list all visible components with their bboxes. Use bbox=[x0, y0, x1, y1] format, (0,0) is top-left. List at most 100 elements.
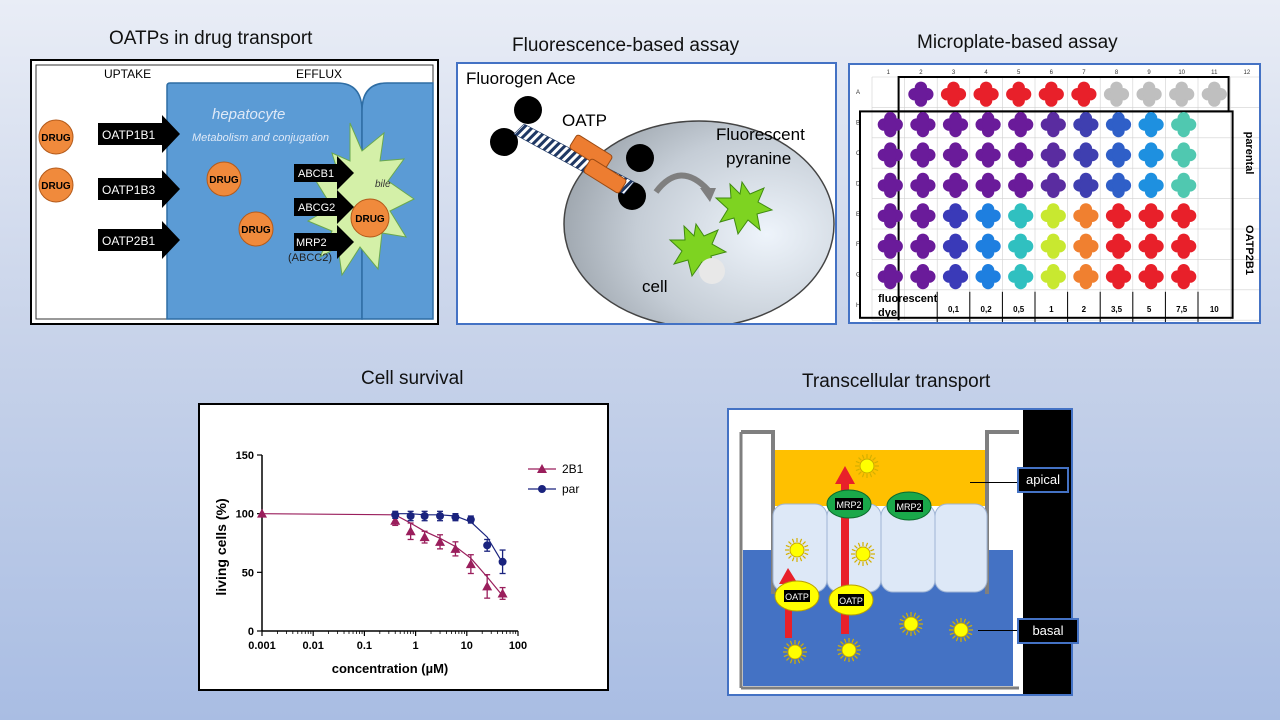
plate-col-number: 1 bbox=[887, 70, 891, 76]
oatp2b1-label: OATP2B1 bbox=[1243, 225, 1255, 275]
plate-well bbox=[877, 264, 903, 290]
x-tick-label: 100 bbox=[509, 640, 527, 652]
concentration-label: 0,2 bbox=[981, 305, 993, 314]
plate-well bbox=[1040, 112, 1066, 138]
fluorogen-molecule bbox=[626, 144, 654, 172]
data-point-2B1 bbox=[419, 532, 430, 542]
fluorogen-molecule bbox=[514, 96, 542, 124]
mrp2-transporter: MRP2 bbox=[826, 489, 872, 519]
plate-well bbox=[910, 172, 936, 198]
svg-text:DRUG: DRUG bbox=[41, 181, 71, 192]
x-axis-label: concentration (µM) bbox=[332, 661, 449, 676]
plate-well bbox=[1073, 112, 1099, 138]
plate-well bbox=[975, 264, 1001, 290]
plate-col-number: 9 bbox=[1147, 70, 1151, 76]
plate-well bbox=[877, 142, 903, 168]
plate-well bbox=[975, 142, 1001, 168]
drug-circle: DRUG bbox=[38, 119, 74, 155]
plate-row-letter: B bbox=[856, 121, 860, 127]
oatp-transporter: OATP bbox=[828, 584, 874, 616]
y-tick-label: 150 bbox=[236, 450, 254, 462]
concentration-label: 0,1 bbox=[948, 305, 960, 314]
concentration-label: 1 bbox=[1049, 305, 1054, 314]
basal-pointer-line bbox=[978, 630, 1017, 631]
concentration-label: 5 bbox=[1147, 305, 1152, 314]
plate-well bbox=[1105, 233, 1132, 259]
basal-label: basal bbox=[1032, 623, 1064, 638]
plate-col-number: 5 bbox=[1017, 70, 1021, 76]
plate-well bbox=[1138, 203, 1164, 229]
data-point-par bbox=[451, 513, 460, 522]
plate-col-number: 6 bbox=[1050, 70, 1054, 76]
plate-row-letter: H bbox=[856, 303, 860, 309]
svg-text:MRP2: MRP2 bbox=[296, 237, 327, 249]
legend-marker bbox=[537, 464, 547, 473]
substrate-sun bbox=[785, 538, 809, 562]
plate-well bbox=[908, 81, 934, 107]
plate-well bbox=[1040, 172, 1066, 198]
plate-well bbox=[942, 203, 969, 229]
oatp-transporter: OATP bbox=[774, 580, 820, 612]
substrate-sun bbox=[899, 612, 923, 636]
x-tick-label: 0.01 bbox=[302, 640, 323, 652]
plate-well bbox=[1008, 172, 1034, 198]
plate-well bbox=[1040, 233, 1066, 259]
plate-row-letter: A bbox=[856, 90, 860, 96]
data-point-par bbox=[483, 541, 492, 550]
legend-label: par bbox=[562, 482, 579, 496]
svg-text:OATP: OATP bbox=[785, 592, 809, 602]
conversion-arrow-head bbox=[700, 188, 716, 202]
transwell-diagram: MRP2 MRP2 OATP OATP bbox=[729, 410, 1071, 694]
plate-well bbox=[1006, 81, 1032, 107]
plate-well bbox=[1136, 81, 1162, 107]
data-point-2B1 bbox=[435, 536, 446, 546]
plate-well bbox=[1171, 264, 1197, 290]
metabolism-label: Metabolism and conjugation bbox=[192, 132, 329, 144]
data-point-par bbox=[406, 512, 415, 521]
plate-well bbox=[942, 264, 969, 290]
svg-text:ABCB1: ABCB1 bbox=[298, 168, 334, 180]
title-oatp-drug-transport: OATPs in drug transport bbox=[109, 28, 313, 49]
plate-well bbox=[1071, 81, 1097, 107]
plate-well bbox=[1169, 81, 1195, 107]
y-tick-label: 50 bbox=[242, 567, 254, 579]
plate-well bbox=[1138, 112, 1164, 138]
drug-circle: DRUG bbox=[206, 161, 242, 197]
plate-col-number: 8 bbox=[1115, 70, 1119, 76]
fluorogen-label: Fluorogen Ace bbox=[466, 69, 576, 88]
abcc2-label: (ABCC2) bbox=[288, 252, 332, 264]
drug-circle: DRUG bbox=[38, 167, 74, 203]
pyranine-label: pyranine bbox=[726, 149, 791, 168]
plate-well bbox=[975, 203, 1001, 229]
plate-well bbox=[940, 81, 967, 107]
plate-col-number: 3 bbox=[952, 70, 956, 76]
plate-well bbox=[877, 172, 903, 198]
x-tick-label: 0.001 bbox=[248, 640, 276, 652]
concentration-label: 7,5 bbox=[1176, 305, 1188, 314]
oatp1b1-arrow: OATP1B1 bbox=[98, 115, 180, 153]
drug-circle: DRUG bbox=[238, 211, 274, 247]
fluorescence-panel: Fluorogen Ace OATP Fluorescent pyranine … bbox=[456, 62, 837, 325]
fluorescent-star bbox=[714, 180, 774, 236]
plate-well bbox=[1073, 233, 1099, 259]
plate-well bbox=[877, 233, 903, 259]
svg-text:OATP2B1: OATP2B1 bbox=[102, 234, 155, 248]
plate-well bbox=[1038, 81, 1064, 107]
svg-text:MRP2: MRP2 bbox=[896, 502, 921, 512]
plate-well bbox=[910, 264, 936, 290]
apical-label: apical bbox=[1026, 472, 1060, 487]
plate-well bbox=[975, 172, 1001, 198]
bile-label: bile bbox=[375, 179, 391, 190]
oatp1b3-arrow: OATP1B3 bbox=[98, 170, 180, 208]
plate-col-number: 2 bbox=[919, 70, 923, 76]
plate-well bbox=[877, 112, 903, 138]
mrp2-arrow: MRP2 bbox=[294, 225, 354, 259]
plate-well bbox=[910, 233, 936, 259]
plate-well bbox=[1103, 81, 1130, 107]
data-point-2B1 bbox=[497, 588, 508, 598]
data-point-par bbox=[498, 557, 507, 566]
plate-well bbox=[1008, 233, 1034, 259]
y-axis-label: living cells (%) bbox=[213, 498, 229, 595]
